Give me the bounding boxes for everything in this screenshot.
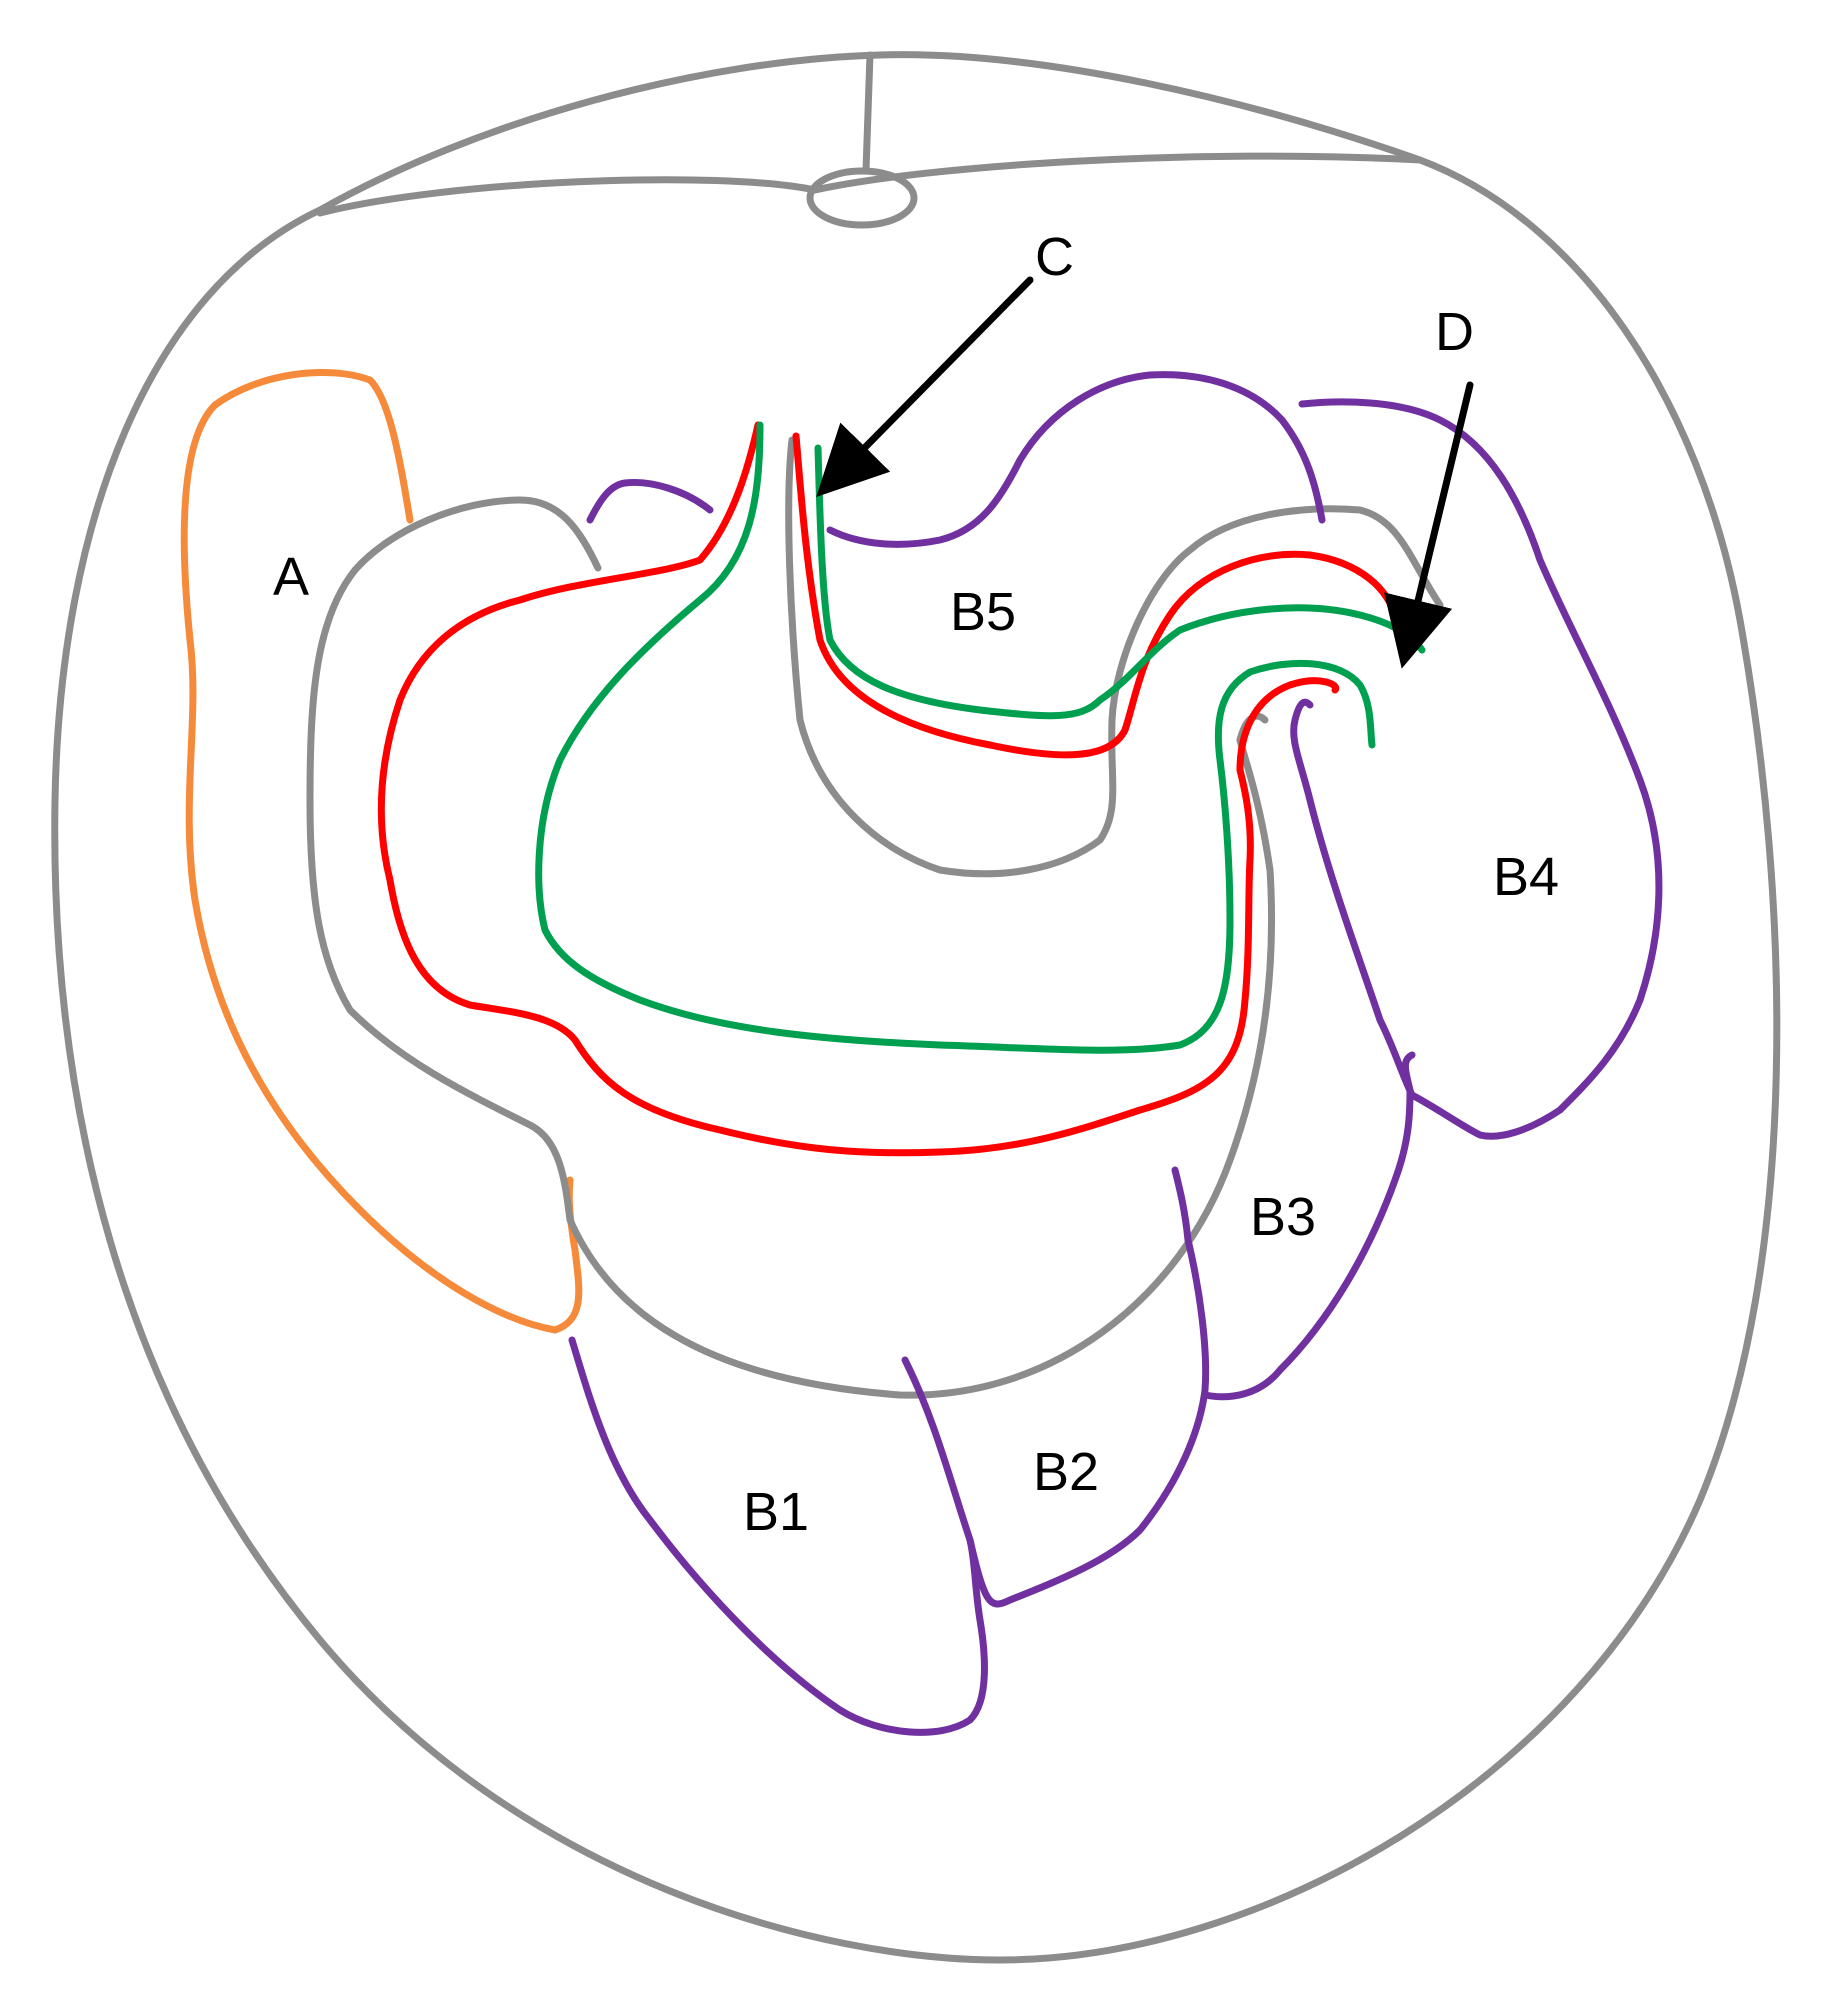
label-b4: B4	[1493, 847, 1559, 907]
green-inner-path	[814, 444, 1426, 720]
purple-small-loop	[586, 478, 714, 524]
top-stem	[862, 51, 874, 174]
label-b2: B2	[1033, 1442, 1099, 1502]
red-outer-path	[377, 421, 1340, 1157]
red-inner-path	[792, 432, 1399, 759]
top-node	[806, 167, 918, 229]
arrow-d	[1384, 381, 1474, 669]
label-c: C	[1035, 227, 1074, 287]
label-b1: B1	[743, 1482, 809, 1542]
label-b3: B3	[1250, 1187, 1316, 1247]
region-b5-outline	[826, 371, 1326, 548]
pocket-gray-outline	[785, 436, 1444, 878]
inner-gray-outline	[306, 496, 1276, 1399]
label-d: D	[1435, 302, 1474, 362]
top-band-line	[316, 152, 1424, 217]
green-outer-path	[535, 421, 1376, 1054]
outer-outline	[51, 51, 1781, 1964]
label-b5: B5	[950, 582, 1016, 642]
region-b2-outline	[966, 1166, 1210, 1608]
region-b4-outline	[1290, 398, 1663, 1140]
region-a-outline	[180, 369, 583, 1334]
label-a: A	[273, 547, 309, 607]
arrow-c	[816, 276, 1034, 497]
